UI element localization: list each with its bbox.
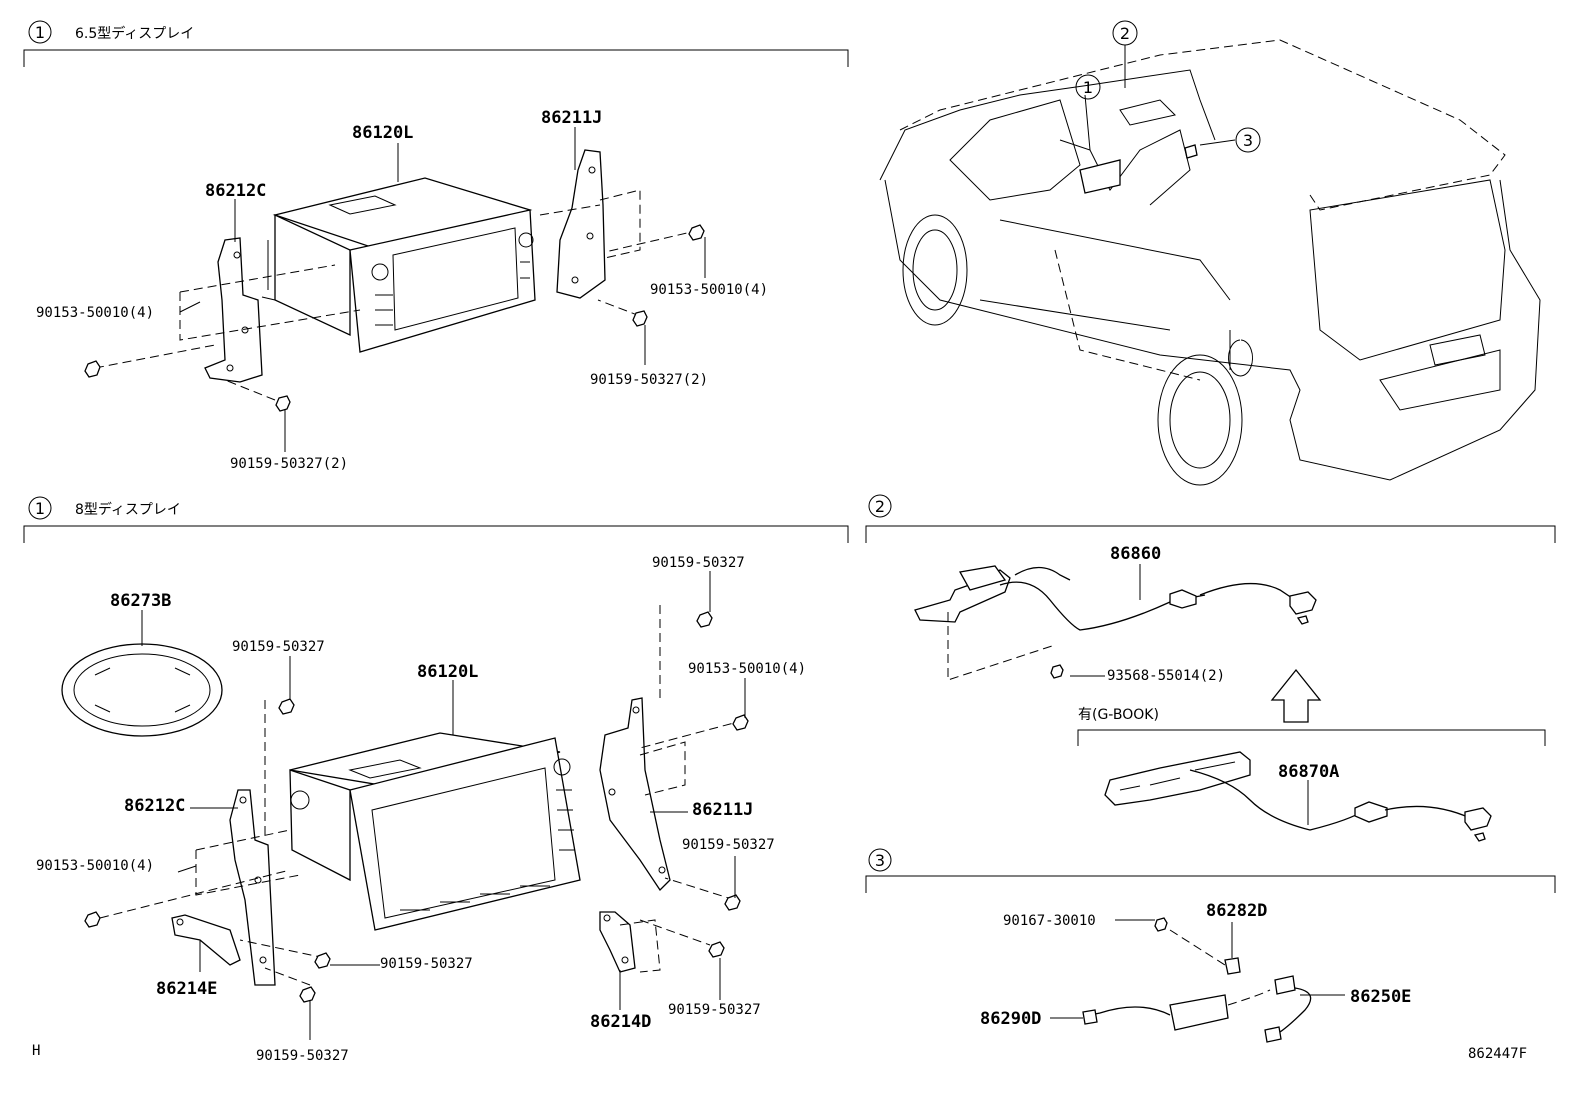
section-number: 2: [875, 497, 885, 516]
section-number: 1: [35, 23, 45, 42]
callout-circle: [1075, 74, 1101, 100]
section-module: 3 90167-30010 86282D 86290D 86250E: [865, 848, 1556, 1043]
bracket-left-8-drawing: [229, 789, 276, 986]
section-number-circle: [868, 848, 892, 872]
part-label: 86860: [1110, 544, 1161, 564]
screw-icon: [1050, 664, 1064, 679]
part-label: 90167-30010: [1003, 913, 1096, 929]
part-label: 86214D: [590, 1012, 651, 1032]
module-unit-drawing: [1082, 957, 1312, 1043]
part-label: 86214E: [156, 979, 217, 999]
bracket-left-65-drawing: [204, 237, 263, 383]
bracket-right-65-drawing: [556, 149, 606, 299]
head-unit-65-drawing: [261, 177, 536, 353]
section-number: 1: [35, 499, 45, 518]
screw-icons-65: [84, 224, 705, 412]
section-number-circle: [28, 496, 52, 520]
harness-86860-drawing: [914, 565, 1317, 631]
part-label: 86870A: [1278, 762, 1339, 782]
part-label: 90153-50010(4): [688, 661, 806, 677]
bracket-86214E-drawing: [171, 914, 241, 966]
vehicle-callout: 1: [1083, 78, 1093, 97]
part-label: 90159-50327: [380, 956, 473, 972]
part-label: 86273B: [110, 591, 171, 611]
part-label: 90159-50327: [256, 1048, 349, 1064]
part-label: 86290D: [980, 1009, 1041, 1029]
section-number: 3: [875, 851, 885, 870]
section-number-circle: [28, 20, 52, 44]
section-antenna: 2 86860 93568-55014(2) 有(G-BOOK): [865, 494, 1556, 842]
arrow-up-icon: [1270, 668, 1322, 723]
section-title: 6.5型ディスプレイ: [75, 25, 194, 42]
part-label: 86120L: [417, 662, 478, 682]
bracket-86214D-drawing: [599, 911, 636, 973]
head-unit-8-drawing: [289, 732, 581, 931]
part-label: 90159-50327: [682, 837, 775, 853]
section-bracket-line: [865, 525, 1556, 543]
ring-86273B-drawing: [61, 643, 223, 737]
screw-icons-8: [84, 611, 749, 1003]
section-display-8: 1 8型ディスプレイ: [23, 496, 849, 1064]
section-number-circle: [868, 494, 892, 518]
part-label: 86211J: [692, 800, 753, 820]
section-bracket-line: [865, 875, 1556, 893]
part-label: 90159-50327: [668, 1002, 761, 1018]
part-label: 90153-50010(4): [36, 305, 154, 321]
bracket-right-8-drawing: [599, 697, 671, 892]
vehicle-illustration: 1 2 3: [879, 20, 1541, 486]
part-label: 93568-55014(2): [1107, 668, 1225, 684]
section-bracket-line: [23, 49, 849, 67]
part-label: 86120L: [352, 123, 413, 143]
part-label: 90159-50327(2): [230, 456, 348, 472]
part-label: 90159-50327: [652, 555, 745, 571]
part-label: 90159-50327(2): [590, 372, 708, 388]
module-86870A-drawing: [1104, 751, 1492, 842]
section-title: 8型ディスプレイ: [75, 501, 181, 518]
part-label: 90159-50327: [232, 639, 325, 655]
footer-mark: H: [32, 1043, 40, 1059]
part-label: 86212C: [205, 181, 266, 201]
condition-bracket-line: [1077, 729, 1546, 746]
callout-circle: [1235, 127, 1261, 153]
part-label: 86211J: [541, 108, 602, 128]
figure-id: 862447F: [1468, 1046, 1527, 1062]
section-bracket-line: [23, 525, 849, 543]
part-label: 86212C: [124, 796, 185, 816]
part-label: 90153-50010(4): [36, 858, 154, 874]
vehicle-callout: 2: [1120, 24, 1130, 43]
condition-label: 有(G-BOOK): [1078, 707, 1159, 723]
part-label: 90153-50010(4): [650, 282, 768, 298]
vehicle-callout: 3: [1243, 131, 1253, 150]
part-label: 86250E: [1350, 987, 1411, 1007]
callout-circle: [1112, 20, 1138, 46]
section-display-65: 1 6.5型ディスプレイ: [23, 20, 849, 472]
part-label: 86282D: [1206, 901, 1267, 921]
screw-icon: [1154, 917, 1168, 932]
